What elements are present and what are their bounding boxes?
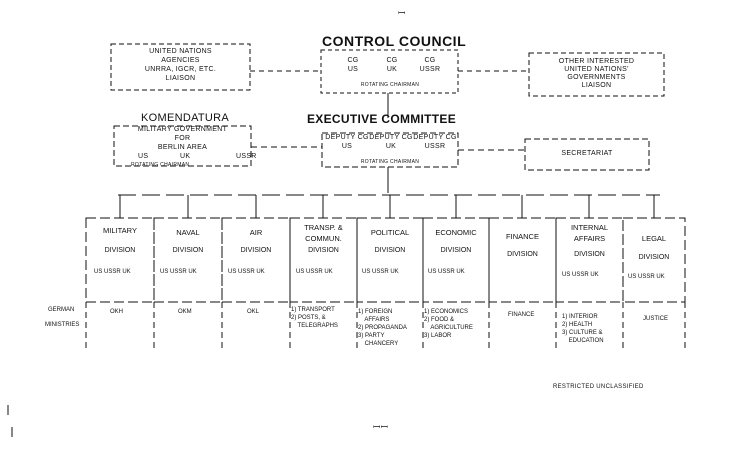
division-name: INTERNAL AFFAIRS	[570, 223, 609, 243]
division-reps: US USSR UK	[160, 269, 197, 275]
division-func-3: TELEGRAPHS	[291, 323, 338, 329]
un-line-4: LIAISON	[165, 75, 196, 82]
cc-rep-1-country: US	[347, 66, 359, 73]
division-reps: US USSR UK	[362, 269, 399, 275]
executive-committee-title: EXECUTIVE COMMITTEE	[307, 112, 457, 126]
other-un-line-4: LIAISON	[581, 82, 612, 89]
division-func-1: 1) FOREIGN	[358, 309, 393, 315]
exec-rotating-chairman: ROTATING CHAIRMAN	[360, 159, 420, 165]
page-mark: ꟷ	[398, 8, 406, 18]
division-name: TRANSP. & COMMUN.	[304, 223, 343, 243]
division-func-2: MINISTRIES	[45, 322, 80, 328]
division-func-1: JUSTICE	[643, 316, 669, 322]
division-func-4: EDUCATION	[562, 338, 604, 344]
division-func-2: AFFAIRS	[358, 317, 390, 323]
division-func-1: OKM	[178, 309, 192, 315]
division-func-1: 1) TRANSPORT	[291, 307, 335, 313]
secretariat-label: SECRETARIAT	[561, 150, 613, 157]
division-func-2: 2) POSTS, &	[291, 315, 326, 321]
komendatura-rotating-chairman: ROTATING CHAIRMAN	[131, 162, 190, 168]
division-name: AIR	[249, 228, 263, 237]
other-un-line-3: GOVERNMENTS	[567, 74, 626, 81]
exec-rep-1-country: US	[341, 143, 353, 150]
division-name: ECONOMIC	[435, 228, 477, 237]
komendatura-line-3: BERLIN AREA	[157, 144, 208, 151]
cc-rep-2-role: CG	[386, 57, 398, 64]
division-func-2: 2) HEALTH	[562, 322, 593, 328]
komendatura-rep-us: US	[138, 153, 149, 160]
division-word: DIVISION	[374, 247, 406, 254]
division-func-1: 1) INTERIOR	[562, 314, 598, 320]
exec-rep-3-country: USSR	[424, 143, 446, 150]
division-func-1: GERMAN	[48, 307, 75, 313]
control-council-title: CONTROL COUNCIL	[322, 33, 467, 49]
division-func-3: OKH	[110, 309, 124, 315]
division-word: DIVISION	[440, 247, 472, 254]
division-func-1: 1) ECONOMICS	[424, 309, 469, 315]
division-word: DIVISION	[104, 247, 136, 254]
un-line-1: UNITED NATIONS	[149, 48, 212, 55]
division-func-1: OKL	[247, 309, 260, 315]
division-func-5: CHANCERY	[358, 341, 399, 347]
division-word: DIVISION	[240, 247, 272, 254]
exec-rep-2-country: UK	[385, 143, 397, 150]
bottom-mark: ꟷꟷ	[373, 422, 389, 432]
division-name: FINANCE	[506, 232, 539, 241]
division-word: DIVISION	[574, 251, 605, 258]
cc-rep-3-role: CG	[424, 57, 436, 64]
division-word: DIVISION	[638, 254, 670, 261]
division-reps: US USSR UK	[228, 269, 265, 275]
cc-rep-1-role: CG	[347, 57, 359, 64]
division-func-4: 3) PARTY	[358, 333, 385, 339]
komendatura-rep-ussr: USSR	[236, 153, 257, 160]
exec-rep-1-role: DEPUTY CG	[325, 134, 369, 141]
cc-rep-2-country: UK	[386, 66, 398, 73]
division-func-3: 2) PROPAGANDA	[358, 325, 407, 331]
division-word: DIVISION	[507, 251, 538, 258]
division-reps: US USSR UK	[296, 269, 333, 275]
cc-rep-3-country: USSR	[419, 66, 441, 73]
division-name: MILITARY	[103, 226, 137, 235]
komendatura-line-2: FOR	[174, 135, 191, 142]
other-un-line-1: OTHER INTERESTED	[558, 58, 635, 65]
division-reps: US USSR UK	[428, 269, 465, 275]
division-word: DIVISION	[308, 247, 339, 254]
division-name: LEGAL	[641, 234, 667, 243]
cc-rotating-chairman: ROTATING CHAIRMAN	[360, 82, 420, 88]
division-func-3: 3) CULTURE &	[562, 330, 603, 336]
division-func-4: 3) LABOR	[424, 333, 452, 339]
division-func-1: FINANCE	[508, 312, 535, 318]
komendatura-rep-uk: UK	[180, 153, 191, 160]
division-reps: US USSR UK	[562, 272, 599, 278]
division-word: DIVISION	[172, 247, 204, 254]
un-line-3: UNRRA, IGCR, ETC.	[144, 66, 217, 73]
classification-note: RESTRICTED UNCLASSIFIED	[553, 384, 644, 390]
division-func-2: 2) FOOD &	[424, 317, 455, 323]
division-reps: US USSR UK	[94, 269, 131, 275]
other-un-line-2: UNITED NATIONS'	[564, 66, 629, 73]
komendatura-title: KOMENDATURA	[141, 112, 230, 124]
komendatura-line-1: MILITARY GOVERNMENT	[137, 126, 228, 133]
un-line-2: AGENCIES	[161, 57, 200, 64]
division-func-3: AGRICULTURE	[424, 325, 473, 331]
exec-rep-2-role: DEPUTY CG	[369, 134, 413, 141]
division-name: NAVAL	[176, 228, 200, 237]
division-name: POLITICAL	[370, 228, 410, 237]
exec-rep-3-role: DEPUTY CG	[413, 134, 457, 141]
division-reps: US USSR UK	[628, 274, 665, 280]
